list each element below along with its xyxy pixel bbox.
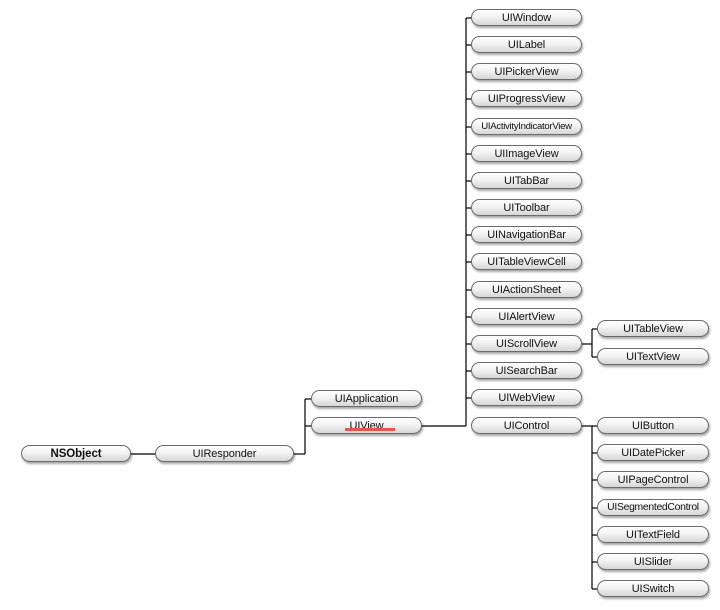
node-uiresponder: UIResponder <box>155 445 294 462</box>
highlight-underline <box>345 428 395 431</box>
node-uibutton: UIButton <box>597 417 709 434</box>
node-uicontrol: UIControl <box>471 417 582 434</box>
node-uilabel: UILabel <box>471 36 582 53</box>
node-uitextfield: UITextField <box>597 526 709 543</box>
node-uitabbar: UITabBar <box>471 172 582 189</box>
node-uipickerview: UIPickerView <box>471 63 582 80</box>
node-uialertview: UIAlertView <box>471 308 582 325</box>
node-uiimageview: UIImageView <box>471 145 582 162</box>
node-uiwindow: UIWindow <box>471 9 582 26</box>
node-uiwebview: UIWebView <box>471 389 582 406</box>
node-uiprogressview: UIProgressView <box>471 90 582 107</box>
node-uiscrollview: UIScrollView <box>471 335 582 352</box>
node-uitoolbar: UIToolbar <box>471 199 582 216</box>
node-uislider: UISlider <box>597 553 709 570</box>
node-nsobject: NSObject <box>21 445 131 462</box>
node-uiswitch: UISwitch <box>597 580 709 597</box>
node-uiview: UIView <box>311 417 422 434</box>
node-uiactionsheet: UIActionSheet <box>471 281 582 298</box>
node-uisearchbar: UISearchBar <box>471 362 582 379</box>
node-uiapplication: UIApplication <box>311 390 422 407</box>
node-uipagecontrol: UIPageControl <box>597 471 709 488</box>
node-uitableviewcell: UITableViewCell <box>471 253 582 270</box>
node-uitableview: UITableView <box>597 320 709 337</box>
node-uiactivityindicatorview: UIActivityIndicatorView <box>471 118 582 135</box>
node-uidatepicker: UIDatePicker <box>597 444 709 461</box>
node-uitextview: UITextView <box>597 348 709 365</box>
node-uinavigationbar: UINavigationBar <box>471 226 582 243</box>
node-uisegmentedcontrol: UISegmentedControl <box>597 499 709 516</box>
